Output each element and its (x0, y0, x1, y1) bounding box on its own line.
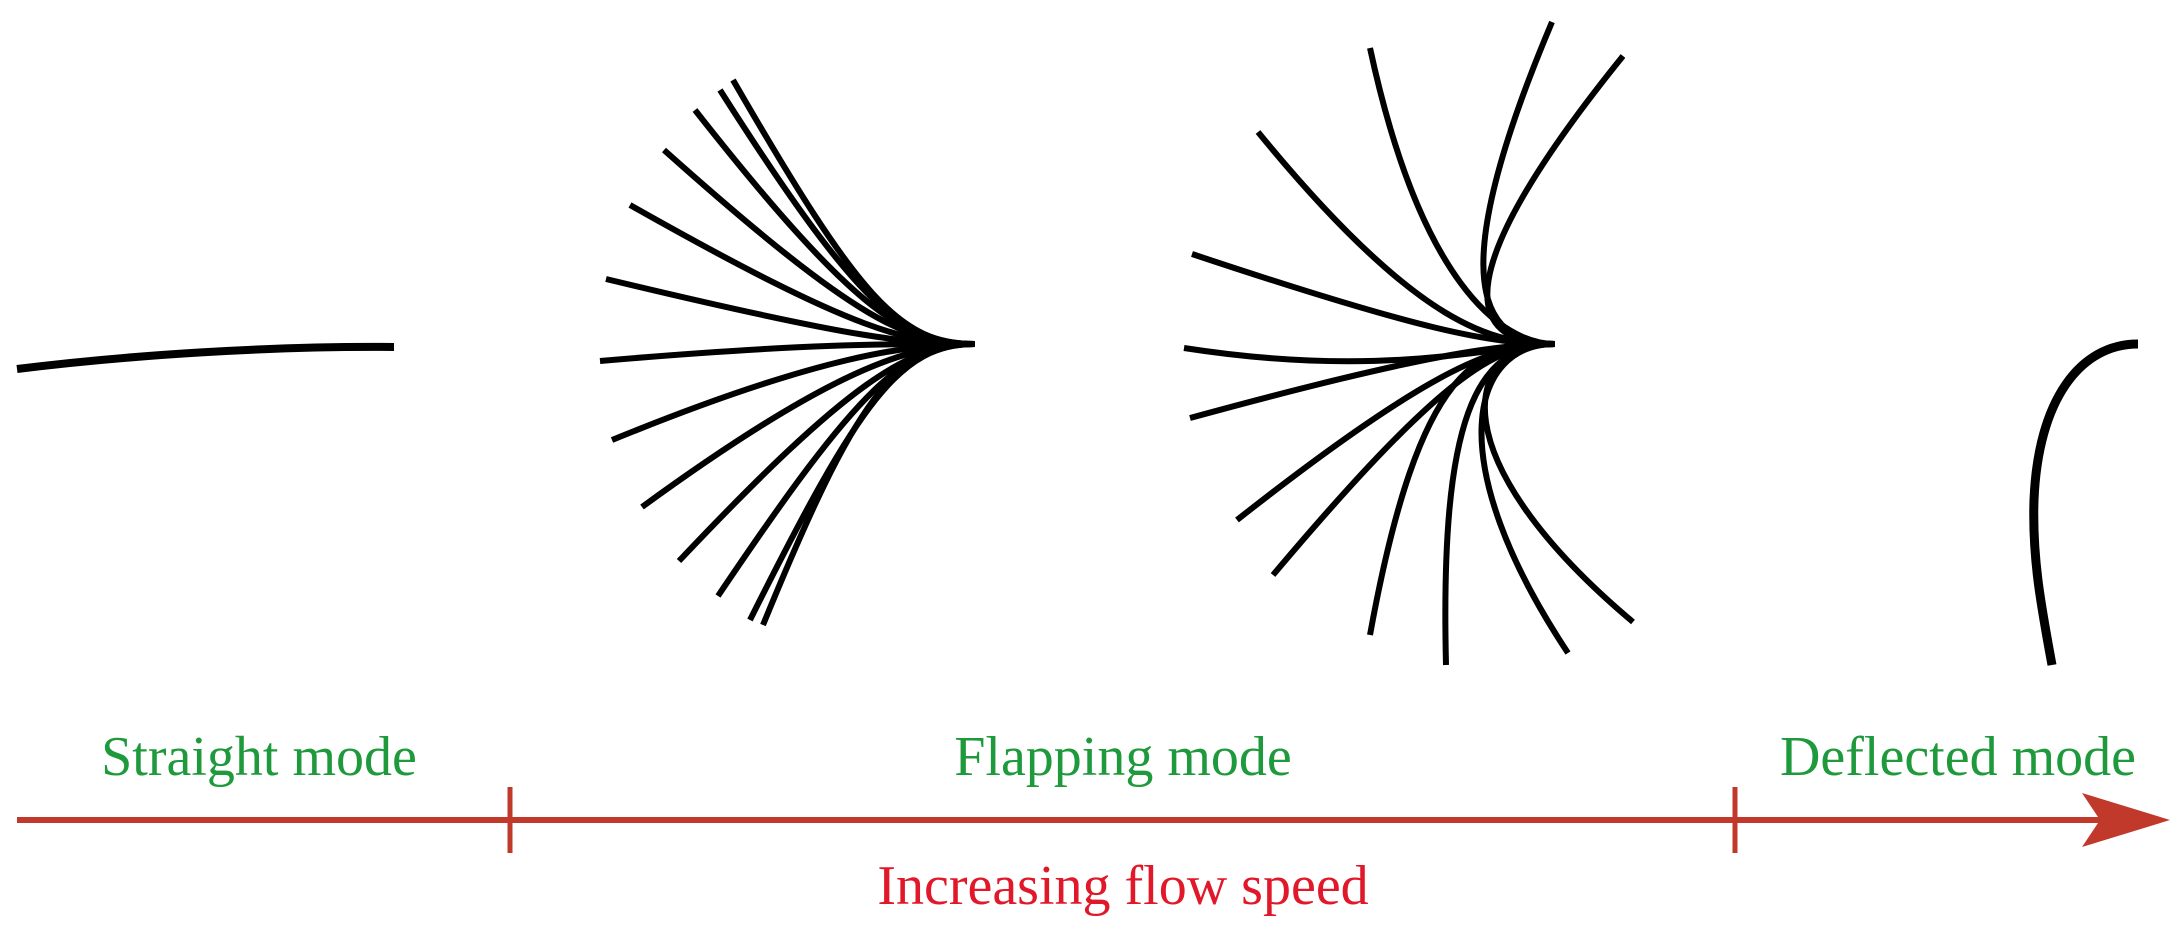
axis-label: Increasing flow speed (877, 855, 1368, 917)
fan1-filament-13 (760, 341, 976, 627)
mode-label-flapping: Flapping mode (954, 726, 1292, 788)
flapping-mode-fan-1 (599, 78, 976, 627)
mode-label-deflected: Deflected mode (1780, 726, 2136, 788)
straight-filament-line (16, 342, 395, 373)
mode-label-straight: Straight mode (101, 726, 417, 788)
fan2-filament-11 (1442, 341, 1556, 666)
fan2-filament-5 (1480, 20, 1556, 347)
deflected-filament-line (2029, 339, 2139, 666)
fan2-filament-13 (1481, 341, 1635, 625)
flow-speed-axis (17, 787, 2170, 853)
straight-mode-filament (16, 342, 395, 373)
fan2-filament-4 (1367, 47, 1556, 347)
fan2-filament-3 (1255, 130, 1556, 347)
fan2-filament-6 (1484, 54, 1626, 347)
fan2-filament-10 (1367, 341, 1556, 636)
fan2-filament-12 (1478, 341, 1571, 655)
fan1-filament-11 (715, 341, 976, 598)
flapping-mode-fan-2 (1183, 20, 1635, 666)
axis-arrowhead (2082, 793, 2170, 847)
fan2-filament-8 (1235, 341, 1556, 523)
deflected-mode-filament (2029, 339, 2139, 666)
